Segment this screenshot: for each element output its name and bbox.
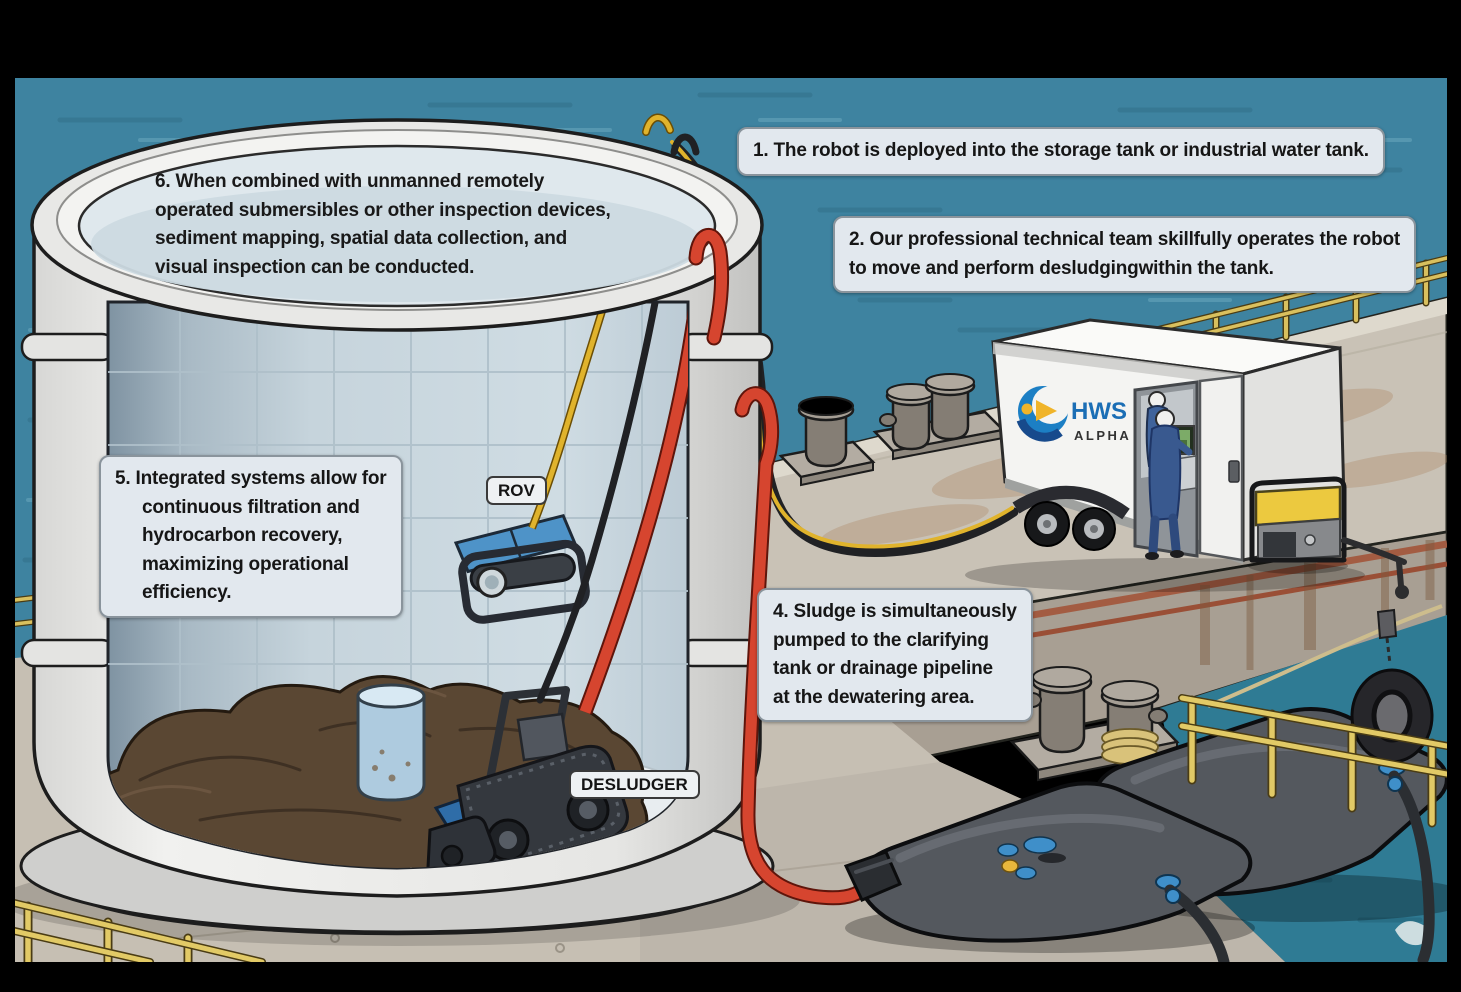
tank-rim <box>30 118 764 332</box>
sludge-discharge-hose <box>734 386 902 906</box>
rust-streaks <box>1200 540 1435 670</box>
tank-weld-seams <box>20 332 774 668</box>
step2-line: to move and perform desludgingwithin the… <box>849 257 1274 279</box>
callout-step-2: 2. Our professional technical team skill… <box>833 216 1417 293</box>
step6-line: 6. When combined with unmanned remotely <box>155 171 545 192</box>
step6-line: visual inspection can be conducted. <box>155 256 475 278</box>
step1-text: 1. The robot is deployed into the storag… <box>753 140 1369 161</box>
sample-column <box>356 683 426 802</box>
trailer-wheels <box>1012 486 1130 551</box>
rov-device <box>453 513 590 624</box>
rim-cable-hooks <box>642 113 730 346</box>
bag-right-drain-hose <box>1388 770 1435 962</box>
callout-step-6: 6. When combined with unmanned remotely … <box>155 168 611 282</box>
step5-line: 5. Integrated systems allow for <box>115 468 387 489</box>
channel-railing <box>1178 694 1447 828</box>
tank-water-surface <box>91 186 703 302</box>
bollards-upper <box>778 373 1006 487</box>
step6-line: operated submersibles or other inspectio… <box>155 199 611 221</box>
hws-logo: HWS ALPHA <box>1016 386 1131 443</box>
water-splash <box>1395 921 1430 946</box>
step2-line: 2. Our professional technical team skill… <box>849 229 1401 250</box>
step5-line: maximizing operational <box>142 553 349 575</box>
door-handle <box>1228 460 1240 483</box>
control-trailer: HWS ALPHA <box>965 318 1409 599</box>
brand-text: HWS <box>1071 398 1127 425</box>
desludger-label: DESLUDGER <box>569 770 700 800</box>
step6-line: sediment mapping, spatial data collectio… <box>155 228 568 249</box>
step4-line: 4. Sludge is simultaneously <box>773 601 1017 622</box>
jockey-wheel <box>1395 585 1409 599</box>
step5-line: continuous filtration and <box>142 496 360 518</box>
mooring-rope <box>1207 604 1443 708</box>
callout-step-4: 4. Sludge is simultaneously pumped to th… <box>757 588 1033 722</box>
generator <box>1248 476 1348 574</box>
callout-step-5: 5. Integrated systems allow for continuo… <box>99 455 403 618</box>
brand-model-text: ALPHA <box>1074 428 1131 443</box>
callout-step-1: 1. The robot is deployed into the storag… <box>737 127 1385 176</box>
trailer-doorway <box>1133 380 1199 560</box>
step5-line: hydrocarbon recovery, <box>142 525 343 546</box>
step4-line: at the dewatering area. <box>773 686 975 708</box>
step5-line: efficiency. <box>142 582 232 603</box>
bag-logo-marks <box>997 836 1066 880</box>
step4-line: tank or drainage pipeline <box>773 658 993 679</box>
rov-frame <box>458 539 590 624</box>
step4-line: pumped to the clarifying <box>773 629 989 651</box>
desludger-cable-black <box>536 302 680 704</box>
hose-bag-connector <box>843 850 902 902</box>
operator-front <box>1145 409 1193 560</box>
trailer-hitch <box>1341 537 1407 589</box>
trailer-sliding-door <box>1198 374 1244 562</box>
rov-label: ROV <box>486 476 547 506</box>
rope-coil <box>1101 728 1159 765</box>
bottom-left-railing <box>15 899 266 962</box>
bollards-lower <box>1009 666 1180 782</box>
storage-tank <box>15 113 800 946</box>
